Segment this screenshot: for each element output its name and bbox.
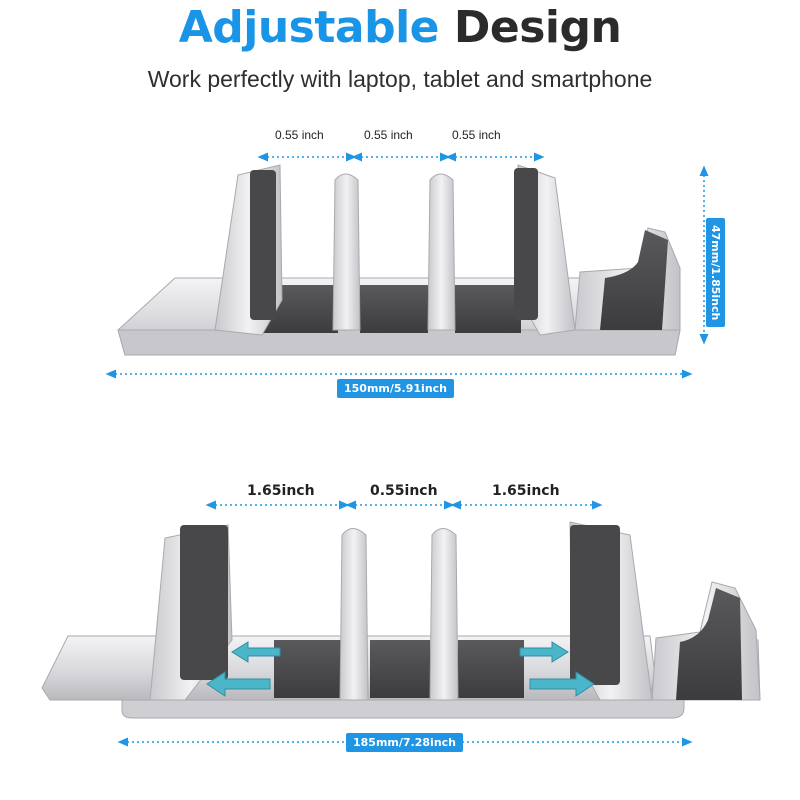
top-stand bbox=[117, 164, 681, 356]
bottom-gap-label-1: 1.65inch bbox=[247, 483, 315, 499]
bottom-divider-mid-2 bbox=[429, 528, 459, 701]
top-gap-label-3: 0.55 inch bbox=[452, 128, 501, 142]
slide-right-arrows bbox=[519, 641, 595, 697]
bottom-gap-label-3: 1.65inch bbox=[492, 483, 560, 499]
page-subtitle: Work perfectly with laptop, tablet and s… bbox=[147, 66, 653, 92]
top-width-badge: 150mm/5.91inch bbox=[337, 379, 454, 398]
bottom-stand bbox=[41, 521, 761, 719]
page-title: Adjustable Design bbox=[0, 2, 800, 53]
top-gap-label-1: 0.55 inch bbox=[275, 128, 324, 142]
top-divider-mid-2 bbox=[427, 173, 456, 331]
top-pad-3 bbox=[455, 285, 521, 333]
bottom-pad-3 bbox=[458, 640, 524, 698]
title-accent: Adjustable bbox=[178, 2, 440, 53]
top-height-badge: 47mm/1.85inch bbox=[706, 218, 725, 328]
title-main: Design bbox=[453, 2, 622, 53]
bottom-width-badge: 185mm/7.28inch bbox=[346, 733, 463, 752]
bottom-divider-mid-1 bbox=[339, 528, 369, 701]
bottom-pad-2 bbox=[370, 640, 430, 698]
top-divider-mid-1 bbox=[332, 173, 361, 331]
bottom-gap-label-2: 0.55inch bbox=[370, 483, 438, 499]
top-gap-label-2: 0.55 inch bbox=[364, 128, 413, 142]
bottom-base-rear bbox=[121, 695, 685, 719]
slide-left-arrows bbox=[206, 641, 281, 697]
bottom-pad-1 bbox=[274, 640, 342, 698]
top-pad-2 bbox=[360, 285, 428, 333]
